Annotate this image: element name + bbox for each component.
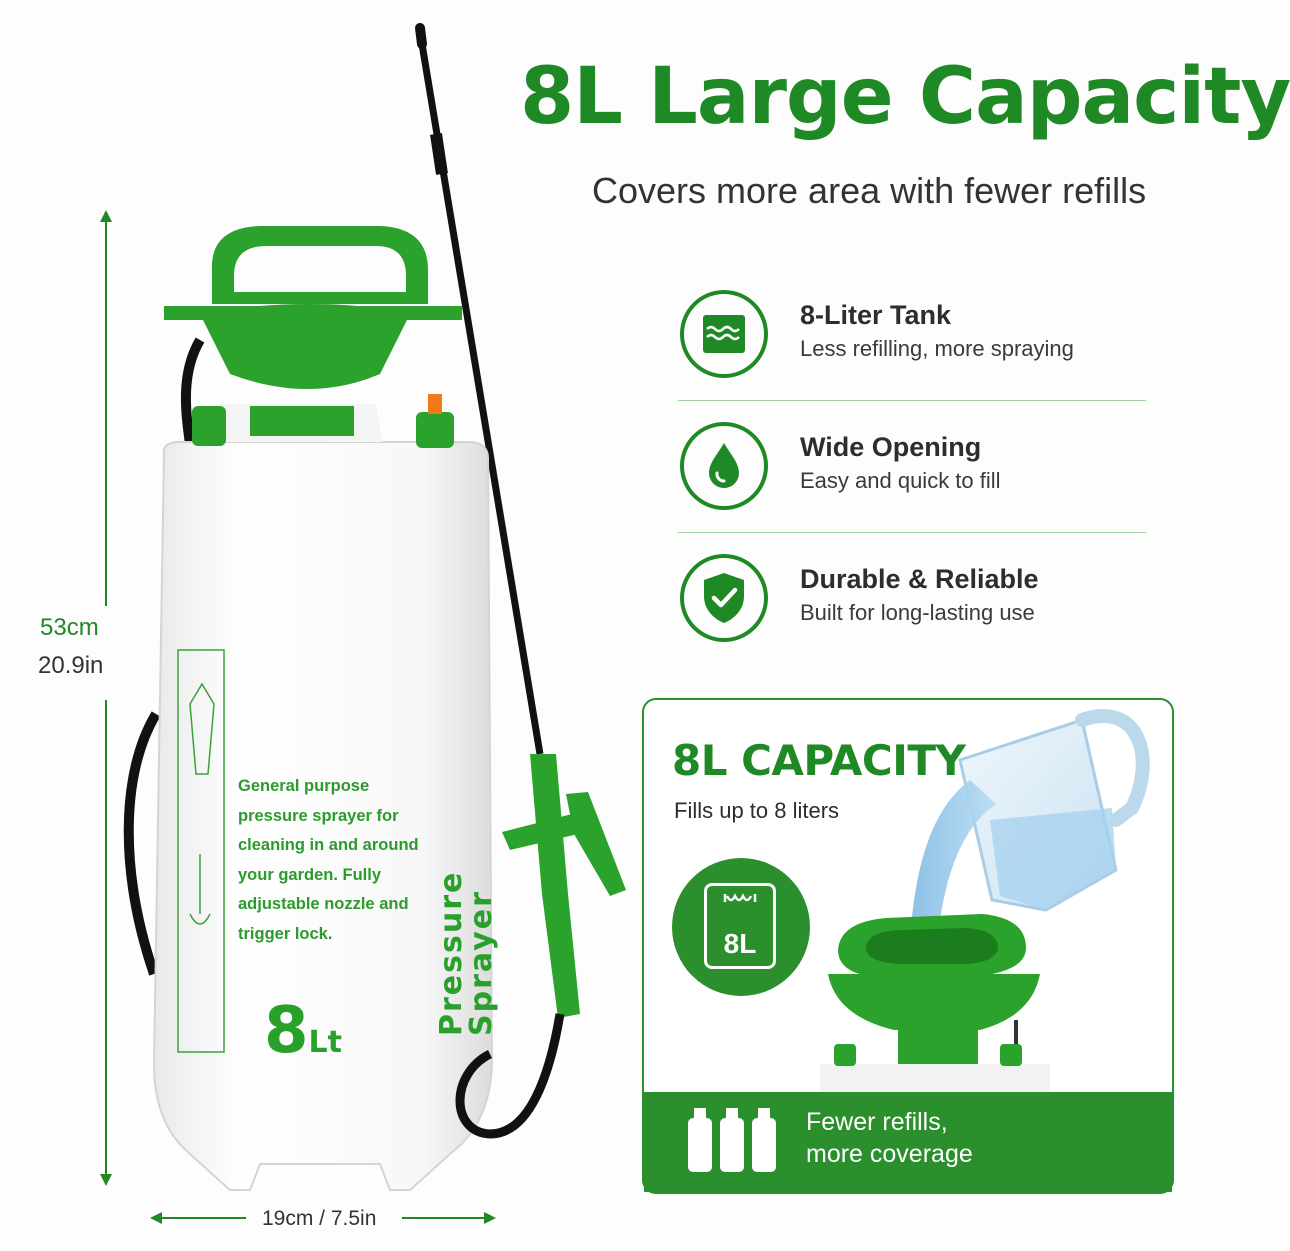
feature-description: Built for long-lasting use (800, 600, 1035, 625)
description-line: adjustable nozzle and (238, 895, 409, 913)
divider (678, 532, 1146, 533)
footer-text: Fewer refills, more coverage (806, 1106, 973, 1170)
height-dimension-line (100, 210, 112, 1186)
pressure-sprayer-image (123, 23, 626, 1191)
feature-title: 8-Liter Tank (800, 300, 952, 330)
container-icon: 8L (704, 883, 776, 969)
footer-line: more coverage (806, 1140, 973, 1168)
divider (678, 400, 1146, 401)
width-dimension-line (150, 1212, 496, 1224)
feature-durable: Durable & Reliable Built for long-lastin… (676, 550, 1146, 660)
description-line: your garden. Fully (238, 865, 382, 884)
description-line: trigger lock. (238, 924, 333, 943)
volume-number: 8 (264, 994, 309, 1068)
card-title: 8L CAPACITY (672, 736, 966, 785)
feature-tank: 8-Liter Tank Less refilling, more sprayi… (676, 286, 1146, 396)
pitcher-pouring-illustration (820, 709, 1150, 1094)
water-tank-icon (680, 290, 768, 378)
feature-opening: Wide Opening Easy and quick to fill (676, 418, 1146, 528)
feature-title: Durable & Reliable (800, 564, 1039, 594)
feature-description: Less refilling, more spraying (800, 336, 1074, 361)
feature-description: Easy and quick to fill (800, 468, 1001, 493)
capacity-badge: 8L (672, 858, 810, 996)
description-line: pressure sprayer for (238, 806, 399, 825)
vertical-line: Sprayer (464, 890, 499, 1036)
height-in-label: 20.9in (38, 652, 104, 679)
description-line: cleaning in and around (238, 836, 419, 854)
subheadline: Covers more area with fewer refills (592, 170, 1147, 211)
water-drop-icon (680, 422, 768, 510)
card-subtitle: Fills up to 8 liters (674, 798, 840, 823)
product-volume: 8Lt (264, 994, 342, 1068)
capacity-card: 8L CAPACITY Fills up to 8 liters 8L (642, 698, 1174, 1194)
height-cm-label: 53cm (40, 614, 99, 641)
headline: 8L Large Capacity (520, 52, 1290, 142)
width-label: 19cm / 7.5in (262, 1207, 377, 1230)
product-description: General purpose pressure sprayer for cle… (238, 772, 419, 949)
footer-line: Fewer refills, (806, 1108, 948, 1136)
description-line: General purpose (238, 777, 370, 795)
shield-check-icon (680, 554, 768, 642)
volume-unit: Lt (308, 1025, 342, 1060)
feature-title: Wide Opening (800, 432, 982, 462)
card-footer: Fewer refills, more coverage (644, 1092, 1172, 1192)
product-name-vertical: Pressure Sprayer (434, 666, 500, 1036)
bottles-icon (688, 1108, 776, 1172)
badge-label: 8L (723, 928, 757, 959)
